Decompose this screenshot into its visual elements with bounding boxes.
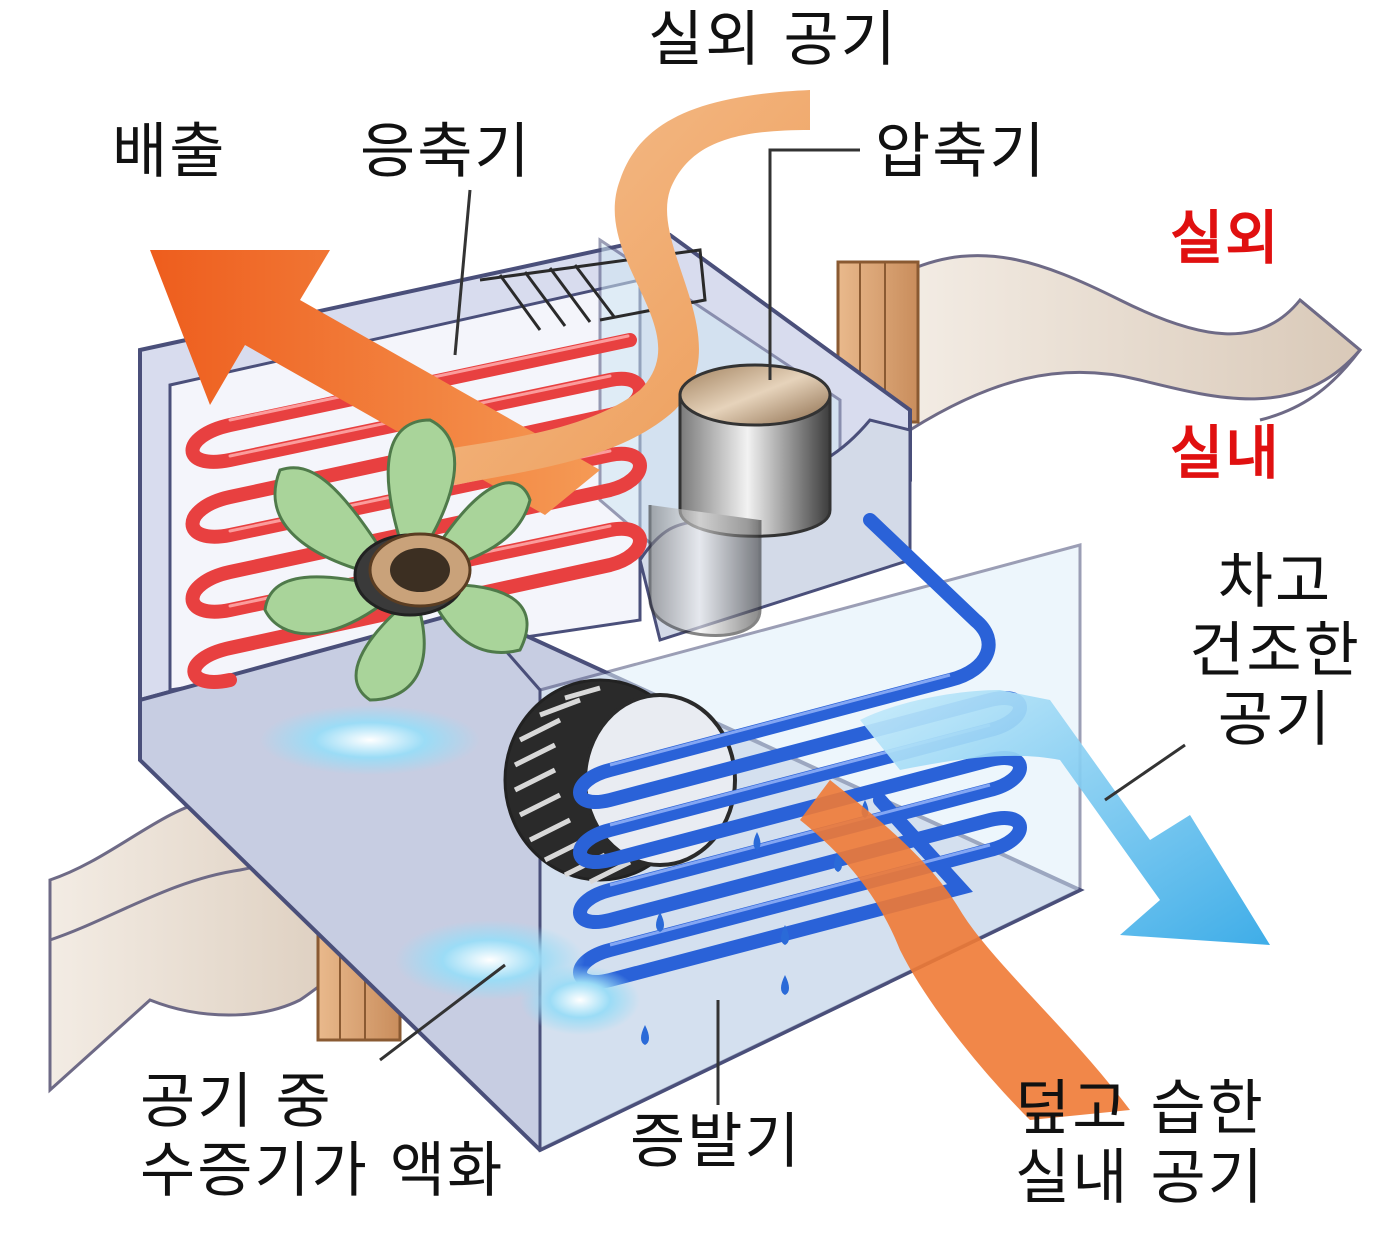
cool-dry-air-arrow <box>860 690 1270 945</box>
water-drop-icon <box>641 800 869 1045</box>
evaporator-coil <box>573 513 1027 989</box>
cool-air-leader-line <box>1104 743 1186 802</box>
compressor-leader-line <box>768 148 860 380</box>
compressor-cylinder <box>648 363 832 637</box>
condensation-mist <box>260 705 640 1035</box>
evaporator-label: 증발기 <box>630 1107 802 1177</box>
outdoor-air-label: 실외 공기 <box>648 5 898 75</box>
cool-dry-air-line-1: 차고 <box>1217 547 1333 617</box>
hot-humid-air-label: 덮고 습한 실내 공기 <box>1015 1075 1265 1213</box>
compressor-label: 압축기 <box>875 117 1047 187</box>
condensation-line-2: 수증기가 액화 <box>140 1136 505 1206</box>
condenser-leader-line <box>453 189 472 356</box>
outdoor-wall <box>908 254 1363 433</box>
hot-humid-air-line-1: 덮고 습한 <box>1015 1074 1265 1144</box>
cool-dry-air-line-2: 건조한 <box>1189 616 1361 686</box>
outdoor-air-stream <box>440 90 810 485</box>
cool-dry-air-label: 차고 건조한 공기 <box>1165 548 1385 755</box>
fan-icon <box>263 418 532 702</box>
condenser-label: 응축기 <box>360 117 532 187</box>
indoor-side-label: 실내 <box>1170 419 1281 487</box>
condensation-leader-line <box>379 963 506 1062</box>
exhaust-label: 배출 <box>112 117 227 187</box>
condenser-coil <box>185 333 647 689</box>
evaporator-coil-highlight <box>609 673 991 947</box>
condensation-line-1: 공기 중 <box>140 1067 333 1137</box>
condensation-label: 공기 중 수증기가 액화 <box>140 1068 504 1206</box>
hot-humid-air-line-2: 실내 공기 <box>1015 1143 1265 1213</box>
cool-dry-air-line-3: 공기 <box>1217 685 1333 755</box>
hot-humid-air-arrow <box>800 780 1130 1120</box>
outdoor-side-label: 실외 <box>1170 204 1281 272</box>
